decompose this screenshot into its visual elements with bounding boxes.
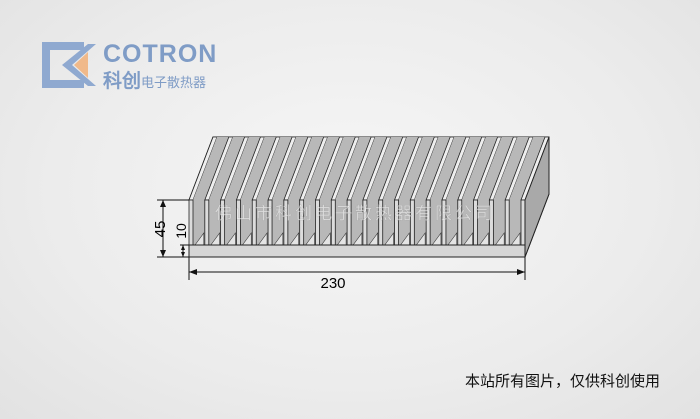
dim-label-230: 230 — [320, 275, 345, 292]
fin-gap — [398, 137, 435, 245]
fin-gap — [382, 137, 419, 245]
fin-gap — [509, 137, 545, 245]
fin-gap — [461, 137, 498, 245]
brand-name: COTRON — [103, 40, 218, 68]
fin-gap — [414, 137, 451, 245]
fin-gap — [445, 137, 482, 245]
cotron-logo — [40, 40, 230, 90]
fin-gap — [193, 137, 229, 245]
dim-label-10: 10 — [173, 223, 189, 239]
arrow-icon — [181, 252, 185, 257]
fin-gap — [256, 137, 293, 245]
side-face — [524, 136, 550, 258]
brand-cn-sub: 电子散热器 — [141, 75, 207, 90]
fin-gap — [272, 137, 308, 245]
fin-gap — [224, 137, 261, 245]
fin-gap — [351, 137, 387, 245]
arrow-icon — [517, 269, 525, 275]
fin-gap — [366, 137, 403, 245]
fin-gap — [335, 137, 372, 245]
fin-gap — [319, 137, 356, 245]
arrow-icon — [189, 269, 197, 275]
fin-gap — [208, 137, 245, 245]
caption: 本站所有图片，仅供科创使用 — [464, 373, 660, 390]
brand-name-cn: 科创电子散热器 — [103, 66, 206, 93]
fin-gap — [430, 137, 466, 245]
fin-gap — [240, 137, 277, 245]
arrow-icon — [160, 250, 166, 257]
brand-cn-main: 科创 — [103, 71, 142, 92]
fin-gap — [493, 137, 530, 245]
arrow-icon — [160, 200, 166, 207]
dim-label-45: 45 — [152, 221, 169, 238]
fin-gap — [287, 137, 324, 245]
logo-mark-icon — [42, 42, 96, 88]
watermark: 佛山市科创电子散热器有限公司 — [215, 204, 495, 224]
arrow-icon — [181, 245, 185, 250]
fin-gap — [303, 137, 340, 245]
fin-gap — [477, 137, 514, 245]
base-front — [188, 244, 526, 258]
